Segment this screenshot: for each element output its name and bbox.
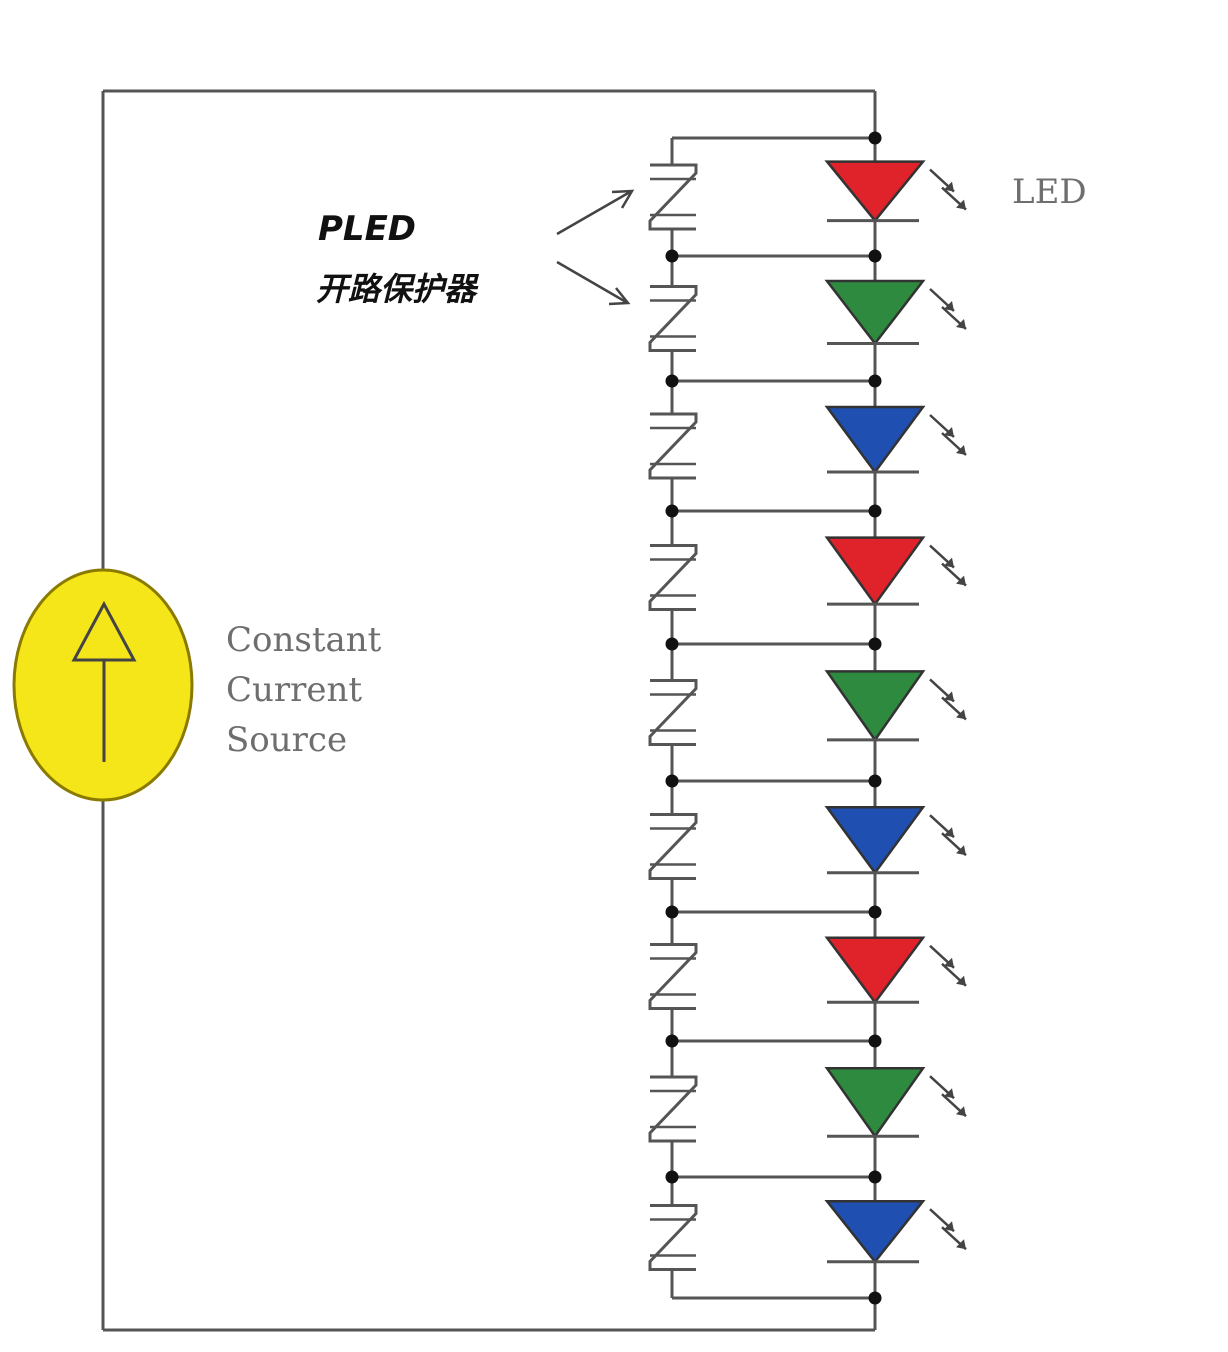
pled-protector-2 [648,285,698,352]
current-source-symbol [12,568,194,802]
junction-dot-right-8 [868,1034,882,1048]
emission-arrowhead-7-2 [956,975,966,986]
emission-arrowhead-2-2 [956,319,966,329]
junction-dot-right-2 [868,249,882,263]
pled-protector-4 [648,544,698,611]
source-label-line-2: Current [226,670,362,710]
junction-dot-left-4 [665,504,679,518]
led-triangle-5 [824,670,926,743]
junction-dot-right-1 [868,131,882,145]
led-triangle-2 [824,279,926,346]
pled-arrow-upper [556,189,635,236]
led-protector-ladder [648,131,967,1305]
emission-arrowhead-6-1 [944,827,954,838]
junction-dot-right-5 [868,637,882,651]
led-triangle-8 [824,1066,926,1139]
pled-protector-3 [648,412,698,480]
pled-protector-6 [648,813,698,880]
junction-dot-right-10 [868,1291,882,1305]
emission-arrowhead-4-2 [956,575,966,586]
junction-dot-left-3 [665,374,679,388]
junction-dot-left-2 [665,249,679,263]
led-triangle-4 [824,536,926,607]
emission-arrowhead-3-1 [944,427,954,437]
emission-arrowhead-8-2 [956,1106,966,1117]
source-label-line-3: Source [226,720,347,760]
emission-arrowhead-4-1 [944,557,954,568]
led-triangle-6 [824,805,926,875]
emission-arrowhead-7-1 [944,957,954,968]
junction-dot-right-3 [868,374,882,388]
pled-protector-9 [648,1204,698,1271]
emission-arrowhead-1-1 [944,181,954,192]
pled-protector-1 [648,163,698,231]
pled-protector-5 [648,679,698,746]
emission-arrowhead-6-2 [956,845,966,856]
emission-arrowhead-3-2 [956,445,966,455]
pled-protector-7 [648,943,698,1010]
led-label: LED [1012,172,1087,212]
emission-arrowhead-9-1 [944,1221,954,1232]
junction-dot-left-8 [665,1034,679,1048]
current-source-arrow-head [71,600,137,662]
junction-dot-right-6 [868,774,882,788]
emission-arrowhead-9-2 [956,1239,966,1250]
led-triangle-9 [824,1199,926,1264]
junction-dot-left-5 [665,637,679,651]
emission-arrowhead-5-1 [944,691,954,702]
led-triangle-1 [824,160,926,223]
junction-dot-left-9 [665,1170,679,1184]
pled-label-line-2: 开路保护器 [316,270,480,308]
junction-dot-right-4 [868,504,882,518]
junction-dot-right-9 [868,1170,882,1184]
led-triangle-7 [824,936,926,1005]
pled-protector-8 [648,1075,698,1143]
led-triangle-3 [824,405,926,475]
emission-arrowhead-2-1 [944,301,954,311]
pled-label-line-1: PLED [318,209,416,249]
emission-arrowhead-8-1 [944,1088,954,1099]
pled-arrow-lower [556,260,631,306]
junction-dot-left-7 [665,905,679,919]
emission-arrowhead-5-2 [956,709,966,720]
junction-dot-right-7 [868,905,882,919]
emission-arrowhead-1-2 [956,199,966,210]
source-label-line-1: Constant [226,620,382,660]
junction-dot-left-6 [665,774,679,788]
